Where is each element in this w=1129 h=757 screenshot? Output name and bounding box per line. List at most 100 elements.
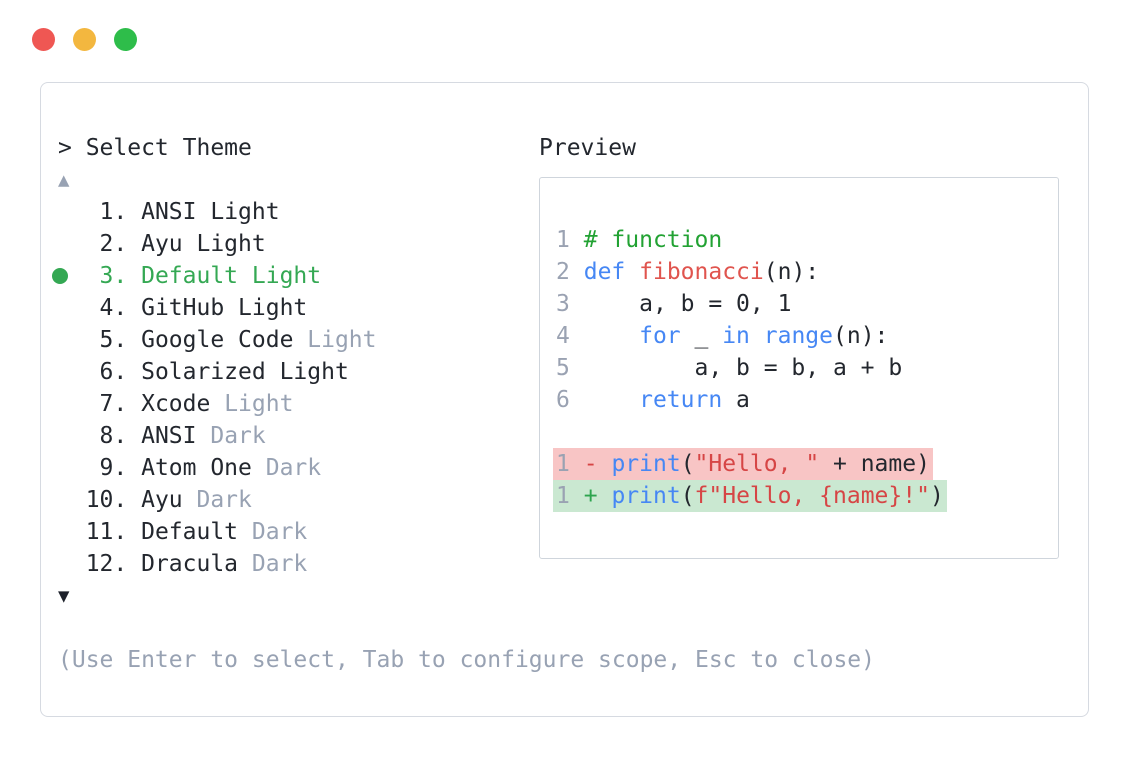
token-str: "Hello, " [694,451,820,477]
token-lnum: 1 [556,227,570,253]
token-kw: in [722,323,750,349]
token-lnum: 2 [556,259,570,285]
scroll-down-icon[interactable]: ▼ [58,585,70,607]
scroll-up-icon[interactable]: ▲ [58,169,70,191]
token-plain [570,323,584,349]
code-line: 2 def fibonacci(n): [556,256,1058,288]
theme-selector: > Select Theme ▲ 1. ANSI Light 2. Ayu Li… [52,132,875,676]
theme-item-number: 5. [58,327,142,353]
theme-list-item-12[interactable]: 12. Dracula Dark [58,548,875,580]
minimize-button[interactable] [73,28,96,51]
window-controls [32,28,137,51]
token-lnum: 6 [556,387,570,413]
preview-label: Preview [539,135,636,161]
code-line: 6 return a [556,384,1058,416]
token-kw: for [639,323,681,349]
theme-list-item-9[interactable]: 9. Atom One Dark [58,452,875,484]
keyboard-hints: (Use Enter to select, Tab to configure s… [58,647,875,673]
theme-item-name: ANSI [141,423,211,449]
token-add: + [583,483,598,509]
theme-list-item-10[interactable]: 10. Ayu Dark [58,484,875,516]
selected-bullet-icon [52,268,68,284]
token-kw: print [611,483,681,509]
token-plain [570,291,584,317]
theme-item-name: Ayu [141,487,197,513]
token-plain [570,259,584,285]
token-comment: # function [583,227,723,253]
theme-item-variant: Dark [210,423,266,449]
theme-picker-panel: > Select Theme ▲ 1. ANSI Light 2. Ayu Li… [40,82,1089,717]
theme-item-number: 4. [58,295,142,321]
theme-item-name: Xcode [141,391,225,417]
spacer [58,612,875,644]
theme-item-variant: Dark [196,487,252,513]
token-plain: (n): [833,323,889,349]
token-lnum: 1 [556,451,570,477]
theme-list-item-6[interactable]: 6. Solarized Light [58,356,875,388]
token-plain: a, b = 0, 1 [583,291,792,317]
theme-item-variant: Light [196,231,266,257]
token-lnum: 4 [556,323,570,349]
token-fn: fibonacci [639,259,764,285]
token-plain [570,355,584,381]
theme-item-variant: Light [251,263,322,289]
diff-line-del: 1 - print("Hello, " + name) [553,448,1058,480]
token-kw: return [639,387,723,413]
theme-list-item-4[interactable]: 4. GitHub Light [58,292,875,324]
close-button[interactable] [32,28,55,51]
zoom-button[interactable] [114,28,137,51]
code-line: 1 # function [556,224,1058,256]
theme-list-item-11[interactable]: 11. Default Dark [58,516,875,548]
theme-item-name: GitHub [141,295,239,321]
theme-item-name: Atom One [141,455,266,481]
code-line [556,416,1058,448]
token-plain: ( [680,483,695,509]
token-plain: ( [680,451,695,477]
token-kw: def [583,259,626,285]
code-line: 5 a, b = b, a + b [556,352,1058,384]
theme-list-item-8[interactable]: 8. ANSI Dark [58,420,875,452]
theme-item-number: 11. [58,519,142,545]
token-plain [598,483,612,509]
code-line: 3 a, b = 0, 1 [556,288,1058,320]
token-plain [570,483,584,509]
theme-list-item-7[interactable]: 7. Xcode Light [58,388,875,420]
token-lnum: 5 [556,355,570,381]
theme-item-number: 10. [58,487,142,513]
token-plain [598,451,612,477]
theme-item-number: 8. [58,423,142,449]
theme-item-name: Default [141,263,252,289]
token-lnum: 3 [556,291,570,317]
theme-item-name: Google Code [141,327,308,353]
theme-item-number: 2. [58,231,142,257]
token-plain [584,387,639,413]
token-plain: ) [929,483,944,509]
theme-item-variant: Dark [251,551,308,577]
theme-item-number: 3. [58,263,142,289]
token-plain: (n): [763,259,820,285]
token-kw: range [763,323,834,349]
theme-list: 1. ANSI Light 2. Ayu Light 3. Default Li… [52,196,875,580]
token-plain [584,323,639,349]
theme-list-item-5[interactable]: 5. Google Code Light [58,324,875,356]
theme-item-name: ANSI [141,199,211,225]
token-plain [750,323,764,349]
token-str: f"Hello, {name}!" [694,483,930,509]
theme-item-name: Solarized [141,359,280,385]
token-plain [625,259,639,285]
theme-item-variant: Light [307,327,377,353]
theme-item-variant: Dark [265,455,322,481]
theme-list-item-1[interactable]: 1. ANSI Light [58,196,875,228]
theme-item-name: Ayu [141,231,197,257]
theme-item-variant: Light [238,295,308,321]
theme-item-name: Dracula [141,551,252,577]
theme-item-variant: Light [210,199,280,225]
code-line: 4 for _ in range(n): [556,320,1058,352]
token-plain: _ [680,323,723,349]
theme-list-item-3[interactable]: 3. Default Light [52,260,875,292]
theme-list-item-2[interactable]: 2. Ayu Light [58,228,875,260]
theme-item-number: 1. [58,199,142,225]
